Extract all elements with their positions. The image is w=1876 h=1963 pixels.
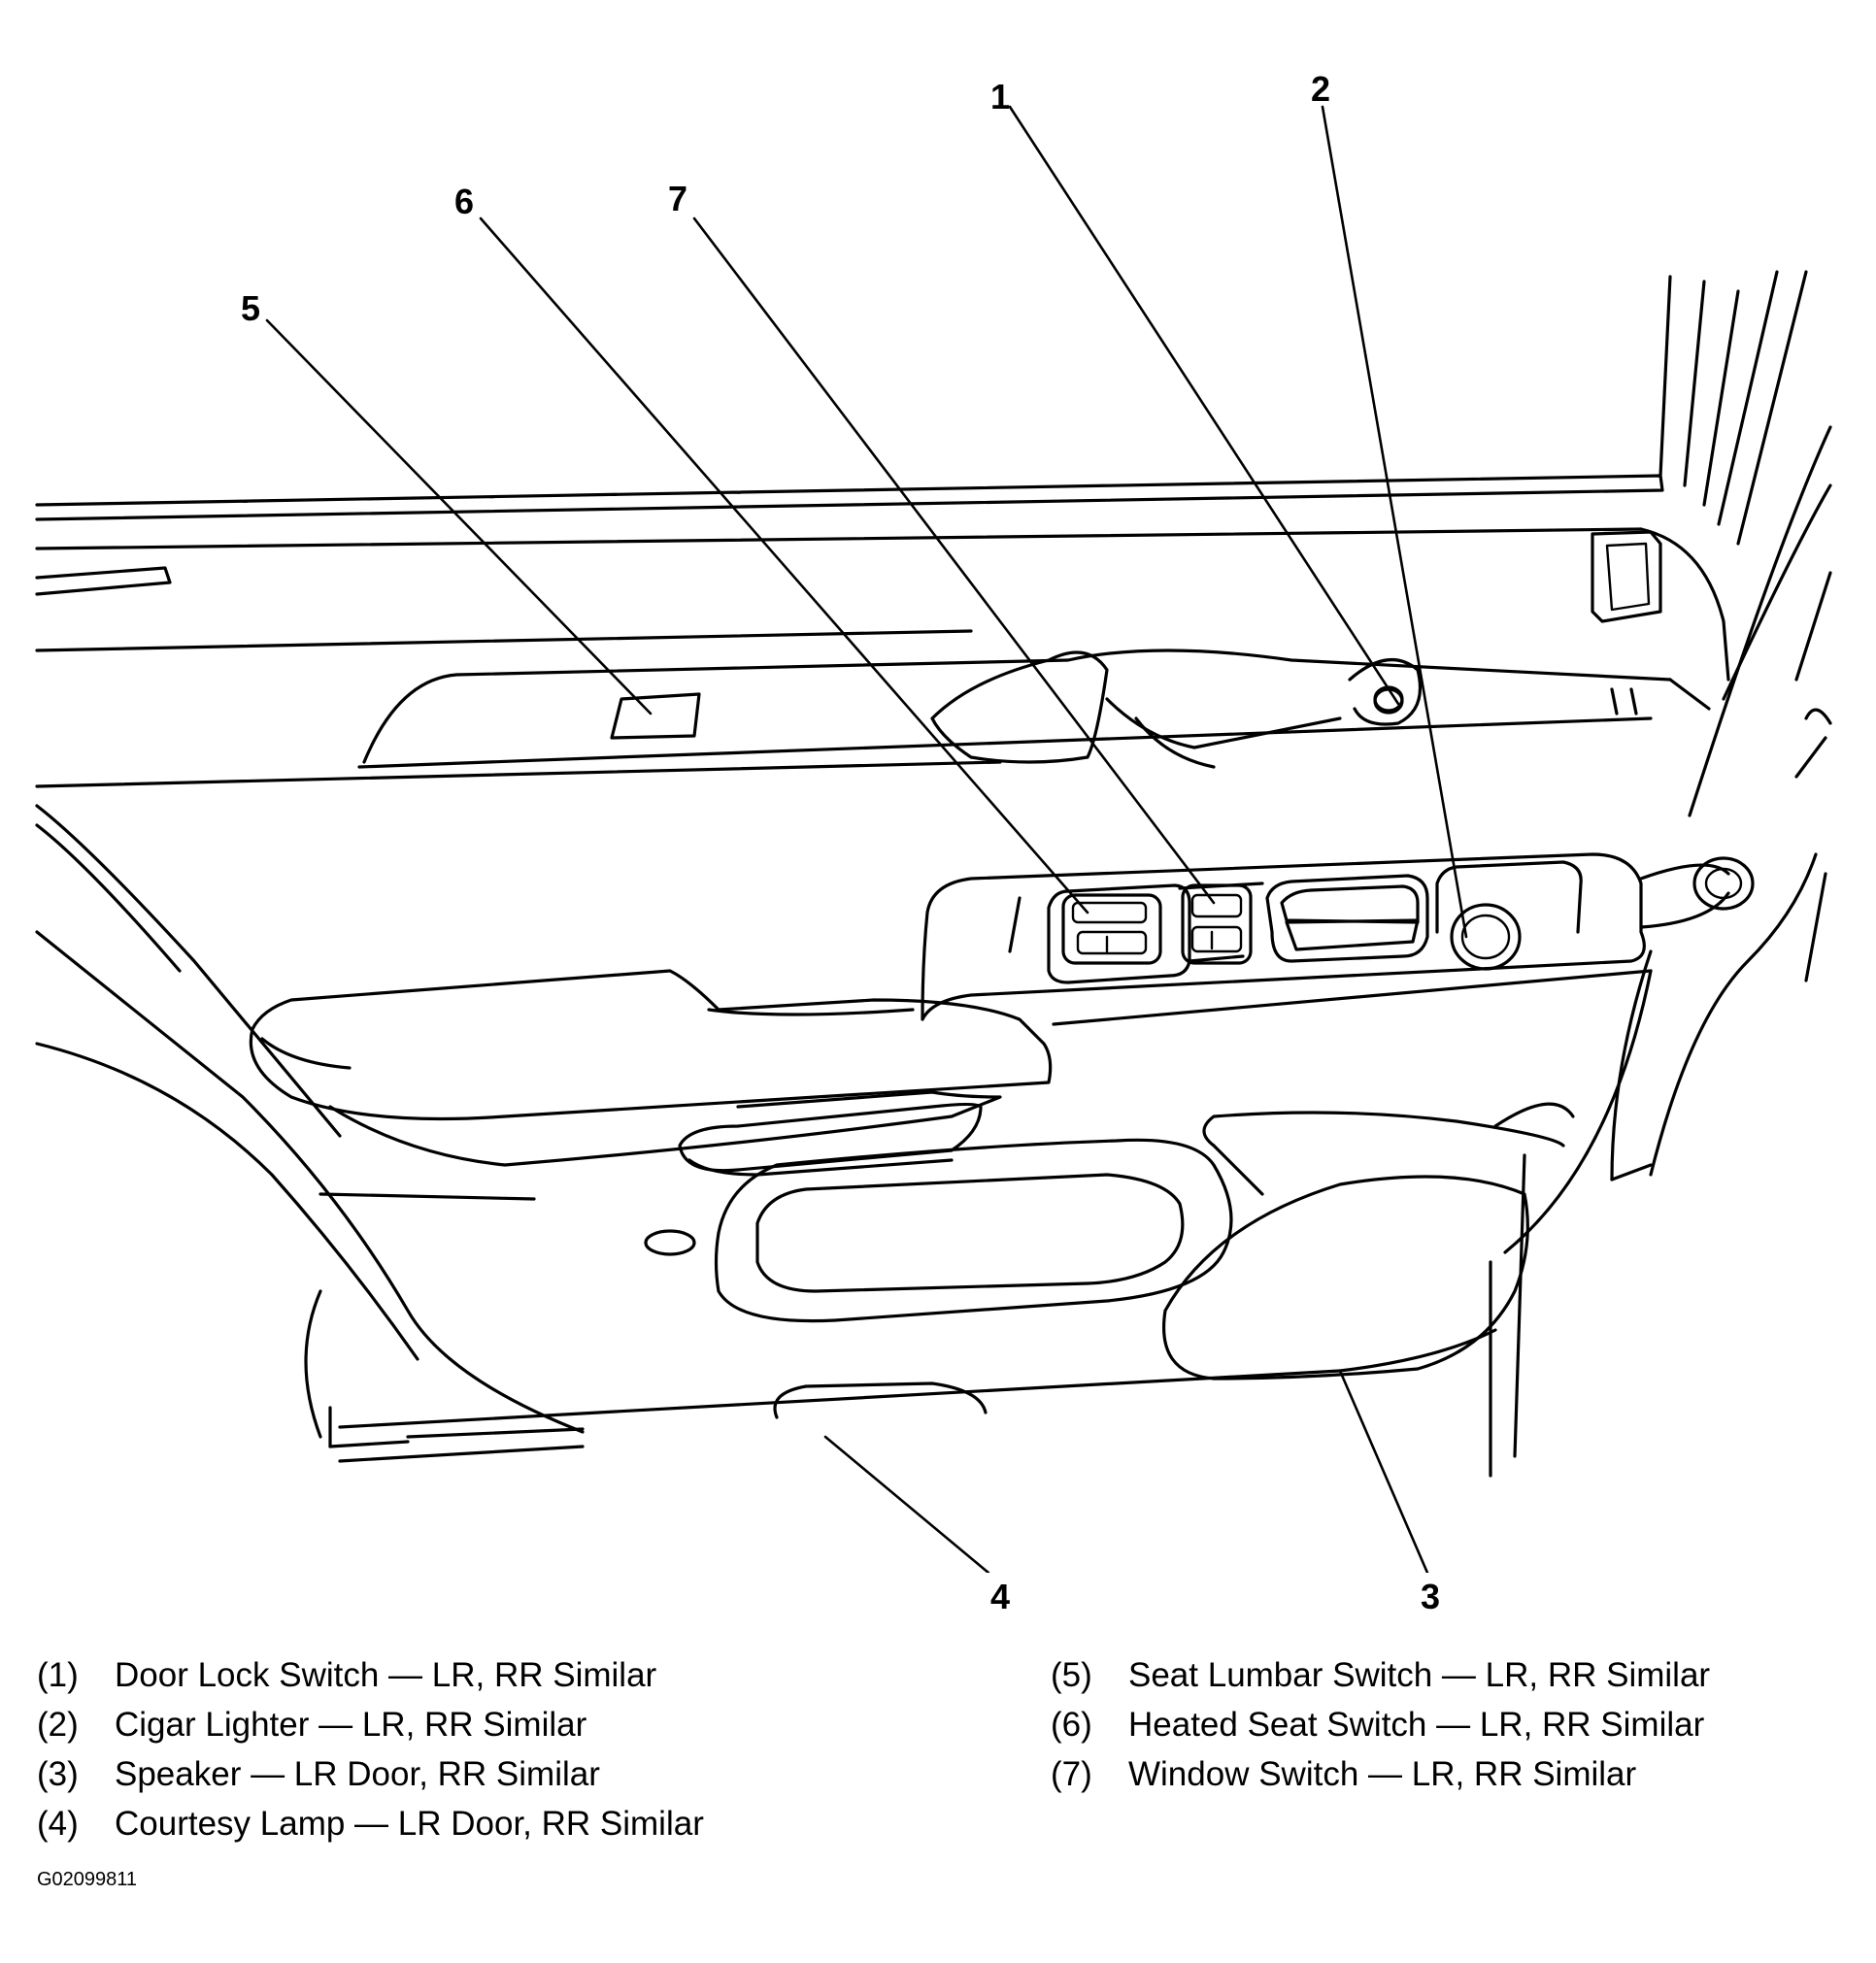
leader-1	[1008, 105, 1400, 706]
window-frame	[35, 270, 1808, 682]
legend-item: (6)Heated Seat Switch — LR, RR Similar	[1051, 1706, 1705, 1744]
legend-item: (2)Cigar Lighter — LR, RR Similar	[37, 1706, 587, 1744]
leader-3	[1338, 1369, 1429, 1573]
figure-id: G02099811	[37, 1869, 138, 1890]
lower-panel	[35, 804, 1653, 1463]
legend-item: (5)Seat Lumbar Switch — LR, RR Similar	[1051, 1656, 1711, 1694]
switch-bezel	[921, 852, 1730, 1254]
cigar-lighter	[1450, 903, 1522, 971]
storage-pocket	[1280, 884, 1420, 951]
armrest	[35, 760, 1053, 1121]
legend-item: (3)Speaker — LR Door, RR Similar	[37, 1755, 600, 1793]
leader-7	[692, 216, 1216, 905]
window-switch	[1181, 883, 1253, 965]
leader-4	[823, 1435, 990, 1573]
door-jamb	[1489, 425, 1832, 1478]
heated-seat-switch	[1061, 893, 1162, 965]
legend-item: (4)Courtesy Lamp — LR Door, RR Similar	[37, 1805, 704, 1843]
wire-grommet	[1692, 856, 1755, 911]
callout-3: 3	[1420, 1577, 1441, 1616]
callout-1: 1	[989, 77, 1011, 116]
callout-7: 7	[667, 179, 688, 218]
door-panel-diagram	[35, 105, 1832, 1573]
callout-4: 4	[989, 1577, 1011, 1616]
leader-2	[1321, 105, 1468, 939]
leader-6	[479, 216, 1089, 915]
leader-lines	[265, 105, 1468, 1573]
legend-item: (1)Door Lock Switch — LR, RR Similar	[37, 1656, 657, 1694]
legend-left-column: (1)Door Lock Switch — LR, RR Similar (2)…	[37, 1650, 704, 1848]
upper-trim-clip	[1591, 530, 1662, 623]
door-pull-handle	[357, 649, 1711, 769]
callout-6: 6	[453, 182, 475, 221]
legend-right-column: (5)Seat Lumbar Switch — LR, RR Similar (…	[1051, 1650, 1710, 1799]
legend-item: (7)Window Switch — LR, RR Similar	[1051, 1755, 1637, 1793]
leader-5	[265, 318, 653, 715]
callout-5: 5	[240, 288, 261, 328]
callout-2: 2	[1310, 69, 1331, 109]
